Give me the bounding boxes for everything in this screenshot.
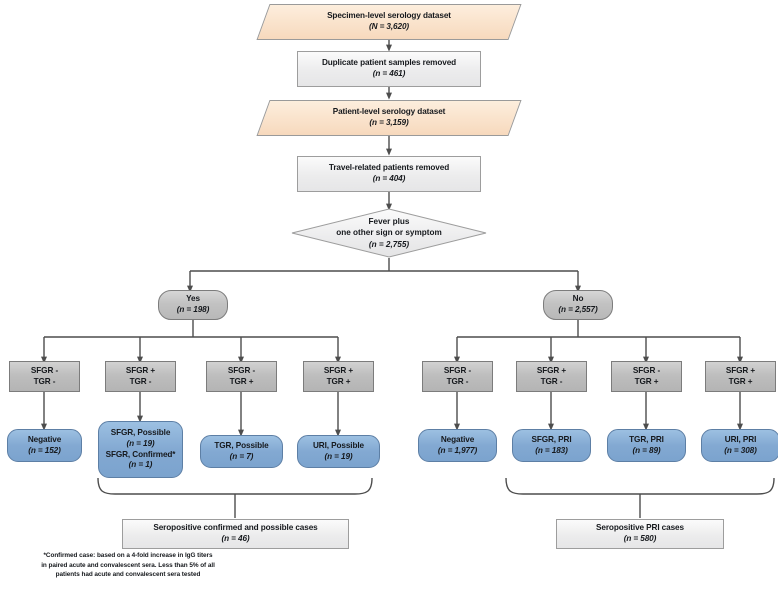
travel-removed-line2: (n = 404) <box>372 174 406 183</box>
outcome-7-line2: (n = 89) <box>632 445 661 455</box>
serology-box-2: SFGR +TGR - <box>105 361 176 392</box>
serology-box-1-line1: SFGR - <box>30 365 59 375</box>
branch-no-node: No (n = 2,557) <box>543 290 613 320</box>
summary-right-node: Seropositive PRI cases (n = 580) <box>556 519 724 549</box>
outcome-4-line2: (n = 19) <box>324 451 353 461</box>
serology-box-1-line2: TGR - <box>33 376 56 386</box>
serology-box-4: SFGR +TGR + <box>303 361 374 392</box>
serology-box-6: SFGR +TGR - <box>516 361 587 392</box>
summary-right-line2: (n = 580) <box>623 534 657 543</box>
outcome-5-line1: Negative <box>440 434 475 444</box>
serology-box-8-line1: SFGR + <box>725 365 756 375</box>
diamond-shape <box>291 208 487 258</box>
specimen-dataset-line2: (N = 3,620) <box>368 22 410 31</box>
decision-line2: one other sign or symptom <box>336 228 442 238</box>
patient-dataset-line2: (n = 3,159) <box>369 118 409 127</box>
outcome-node-6: SFGR, PRI (n = 183) <box>512 429 591 462</box>
serology-box-5: SFGR -TGR - <box>422 361 493 392</box>
branch-yes-count: (n = 198) <box>176 305 210 314</box>
duplicates-removed-node: Duplicate patient samples removed (n = 4… <box>297 51 481 87</box>
footnote-line1: *Confirmed case: based on a 4-fold incre… <box>43 552 213 559</box>
outcome-4-line1: URI, Possible <box>312 440 365 450</box>
serology-box-6-line1: SFGR + <box>536 365 567 375</box>
summary-right-line1: Seropositive PRI cases <box>596 523 684 533</box>
serology-box-7-line1: SFGR - <box>632 365 661 375</box>
serology-box-5-line1: SFGR - <box>443 365 472 375</box>
outcome-6-line2: (n = 183) <box>535 445 568 455</box>
footnote-line3: patients had acute and convalescent sera… <box>55 571 201 579</box>
branch-yes-label: Yes <box>186 294 200 304</box>
outcome-8-line1: URI, PRI <box>724 434 757 444</box>
serology-box-3: SFGR -TGR + <box>206 361 277 392</box>
outcome-1-line1: Negative <box>27 434 62 444</box>
branch-no-label: No <box>572 294 584 304</box>
decision-line3: (n = 2,755) <box>368 239 410 249</box>
serology-box-5-line2: TGR - <box>446 376 469 386</box>
serology-box-7: SFGR -TGR + <box>611 361 682 392</box>
outcome-2-line1: SFGR, Possible <box>110 427 171 437</box>
branch-no-count: (n = 2,557) <box>558 305 598 314</box>
travel-removed-node: Travel-related patients removed (n = 404… <box>297 156 481 192</box>
patient-dataset-node: Patient-level serology dataset (n = 3,15… <box>256 100 522 136</box>
outcome-8-line2: (n = 308) <box>724 445 757 455</box>
serology-box-3-line2: TGR + <box>229 376 254 386</box>
serology-box-8-line2: TGR + <box>728 376 753 386</box>
outcome-node-7: TGR, PRI (n = 89) <box>607 429 686 462</box>
serology-box-2-line2: TGR - <box>129 376 152 386</box>
summary-left-line1: Seropositive confirmed and possible case… <box>153 523 318 533</box>
outcome-3-line2: (n = 7) <box>229 451 254 461</box>
decision-line1: Fever plus <box>368 217 410 227</box>
outcome-node-4: URI, Possible (n = 19) <box>297 435 380 468</box>
specimen-dataset-line1: Specimen-level serology dataset <box>327 11 451 21</box>
serology-box-1: SFGR -TGR - <box>9 361 80 392</box>
outcome-3-line1: TGR, Possible <box>214 440 269 450</box>
outcome-node-3: TGR, Possible (n = 7) <box>200 435 283 468</box>
serology-box-6-line2: TGR - <box>540 376 563 386</box>
specimen-dataset-node: Specimen-level serology dataset (N = 3,6… <box>256 4 522 40</box>
serology-box-8: SFGR +TGR + <box>705 361 776 392</box>
serology-box-2-line1: SFGR + <box>125 365 156 375</box>
outcome-7-line1: TGR, PRI <box>629 434 664 444</box>
patient-dataset-line1: Patient-level serology dataset <box>332 107 446 117</box>
outcome-1-line2: (n = 152) <box>28 445 61 455</box>
outcome-2-line3: SFGR, Confirmed* <box>105 449 176 459</box>
outcome-6-line1: SFGR, PRI <box>531 434 572 444</box>
summary-left-node: Seropositive confirmed and possible case… <box>122 519 349 549</box>
serology-box-4-line1: SFGR + <box>323 365 354 375</box>
travel-removed-line1: Travel-related patients removed <box>328 163 450 173</box>
outcome-node-1: Negative (n = 152) <box>7 429 82 462</box>
branch-yes-node: Yes (n = 198) <box>158 290 228 320</box>
outcome-5-line2: (n = 1,977) <box>437 445 478 455</box>
serology-box-7-line2: TGR + <box>634 376 659 386</box>
serology-box-4-line2: TGR + <box>326 376 351 386</box>
fever-decision-node: Fever plus one other sign or symptom (n … <box>291 208 487 258</box>
footnote: *Confirmed case: based on a 4-fold incre… <box>18 551 238 580</box>
serology-box-3-line1: SFGR - <box>227 365 256 375</box>
outcome-2-line4: (n = 1) <box>128 460 153 470</box>
duplicates-removed-line2: (n = 461) <box>372 69 406 78</box>
duplicates-removed-line1: Duplicate patient samples removed <box>321 58 457 68</box>
outcome-node-2: SFGR, Possible (n = 19) SFGR, Confirmed*… <box>98 421 183 478</box>
outcome-2-line2: (n = 19) <box>126 438 155 448</box>
footnote-line2: in paired acute and convalescent sera. L… <box>41 561 215 569</box>
outcome-node-8: URI, PRI (n = 308) <box>701 429 778 462</box>
outcome-node-5: Negative (n = 1,977) <box>418 429 497 462</box>
summary-left-line2: (n = 46) <box>221 534 250 543</box>
